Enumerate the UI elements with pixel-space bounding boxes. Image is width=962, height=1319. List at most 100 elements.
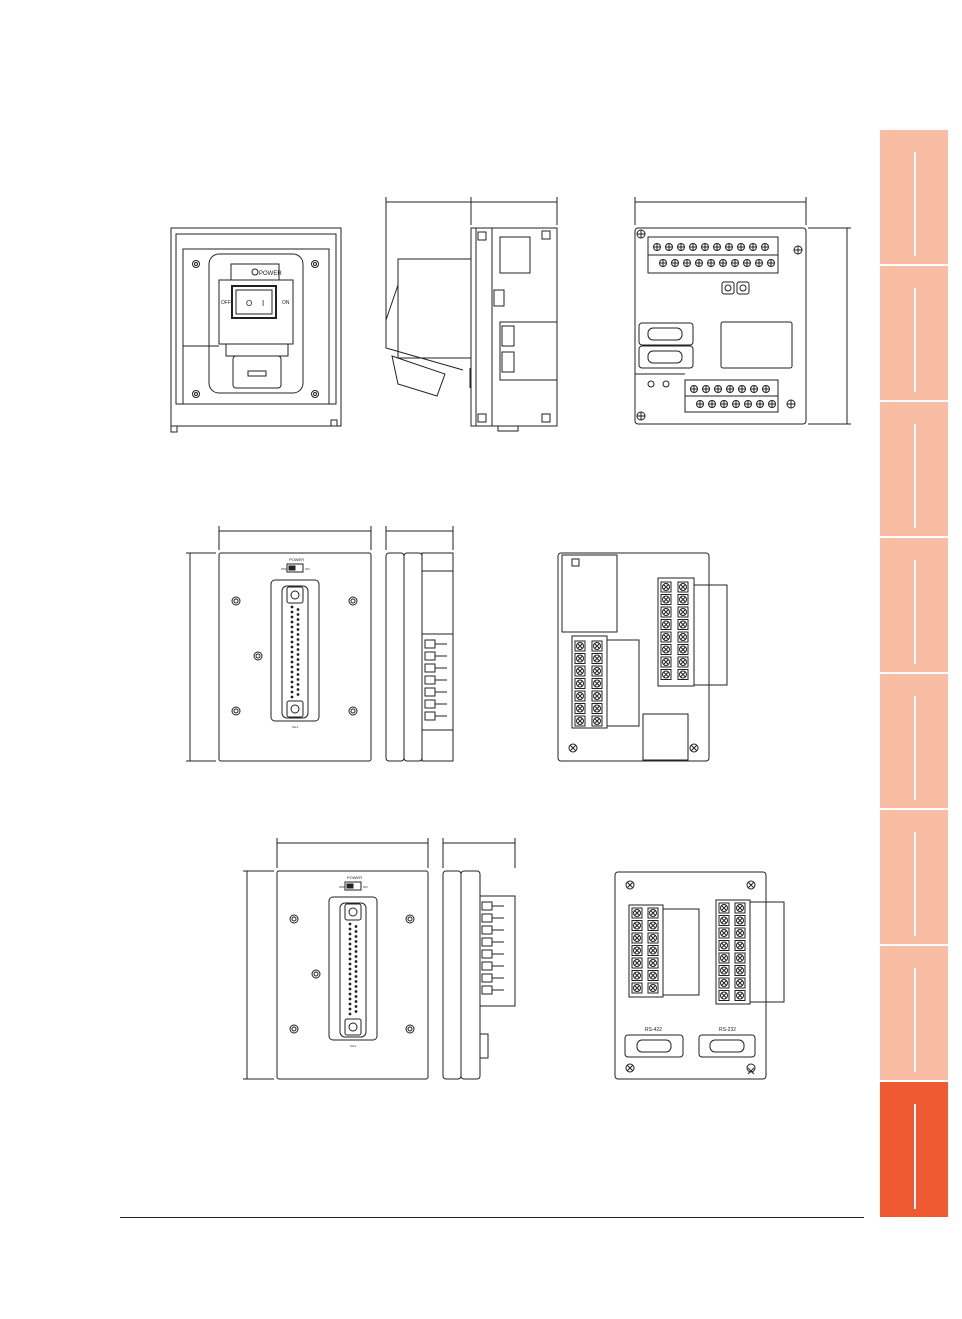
connector-pin <box>348 997 352 1001</box>
terminal-screw-icon <box>649 921 657 930</box>
chapter-tab-7[interactable] <box>880 946 948 1080</box>
screw-slot <box>680 596 686 603</box>
chapter-tab-5[interactable] <box>880 674 948 808</box>
off-label: OFF <box>339 885 345 889</box>
rs232-label: RS-232 <box>719 1027 736 1033</box>
screw-slot <box>714 385 722 393</box>
terminal-block <box>660 581 672 593</box>
switch-off-symbol: O <box>246 299 252 308</box>
connector-pin <box>290 605 294 609</box>
terminal-block <box>660 656 672 668</box>
screw-slot <box>721 917 727 924</box>
connector-pin <box>354 945 358 948</box>
screw-slot <box>663 609 669 615</box>
terminal-block <box>574 653 586 664</box>
connector-pin <box>348 927 352 931</box>
connector-pin <box>290 670 294 674</box>
screw-slot <box>663 621 669 628</box>
connector-pin <box>354 995 358 998</box>
power-label: POWER <box>289 557 304 562</box>
terminal-block <box>647 907 659 919</box>
screw-slot <box>653 243 661 251</box>
terminal-screw-icon <box>662 633 670 641</box>
screw-slot <box>701 243 709 251</box>
terminal-screw-icon <box>720 991 728 1000</box>
bottom-unit-side-view <box>442 838 516 1080</box>
terminal-screw-icon <box>720 979 728 987</box>
terminal-screw-icon <box>679 583 687 591</box>
terminal-block <box>481 949 493 959</box>
terminal-block <box>591 640 603 652</box>
screw-slot <box>680 584 686 590</box>
screw-slot <box>690 385 698 393</box>
chapter-tab-3[interactable] <box>880 402 948 536</box>
terminal-block <box>718 965 730 976</box>
terminal-block <box>660 594 672 605</box>
connector-pin <box>290 630 294 634</box>
power-label: POWER <box>347 875 362 880</box>
connector-pin <box>348 947 352 951</box>
connector-pin <box>354 965 358 968</box>
screw-slot <box>721 955 727 961</box>
screw-slot <box>663 634 669 640</box>
chapter-tab-1[interactable] <box>880 130 948 264</box>
terminal-screw-icon <box>633 934 641 942</box>
middle-unit-front-view: POWER OFF ON CH1 <box>186 526 372 762</box>
screw-slot <box>695 259 703 267</box>
terminal-block <box>718 902 730 914</box>
connector-pin <box>290 660 294 664</box>
bottom-unit-rear-view: RS-422 RS-232 <box>614 871 785 1080</box>
terminal-screw-icon <box>576 704 584 713</box>
d-sub-pins <box>348 922 358 1016</box>
d-sub-pins <box>290 605 300 699</box>
connector-pin <box>348 942 352 946</box>
terminal-screw-icon <box>633 909 641 917</box>
connector-pin <box>296 618 300 621</box>
terminal-block <box>574 715 586 727</box>
screw-slot <box>756 400 764 408</box>
terminal-block <box>734 990 746 1001</box>
terminal-block <box>660 619 672 630</box>
connector-pin <box>354 960 358 963</box>
screw-slot <box>634 947 640 954</box>
chapter-tab-4[interactable] <box>880 538 948 672</box>
chapter-tab-2[interactable] <box>880 266 948 400</box>
screw-slot <box>680 671 686 678</box>
rear-terminals <box>631 902 746 1001</box>
screw-slot <box>749 243 757 251</box>
terminal-block <box>734 965 746 976</box>
screw-slot <box>577 693 583 699</box>
screw-slot <box>721 930 727 936</box>
terminal-block <box>677 644 689 655</box>
connector-pin <box>348 992 352 996</box>
screw-slot <box>720 400 728 408</box>
screw-slot <box>721 992 727 999</box>
terminal-screw-icon <box>576 667 584 675</box>
connector-pin <box>348 962 352 966</box>
screw-slot <box>650 910 656 916</box>
terminal-screw-icon <box>720 929 728 937</box>
terminal-screw-icon <box>662 595 670 604</box>
chapter-tab-8-active[interactable] <box>880 1082 948 1217</box>
screw-slot <box>650 935 656 941</box>
screw-slot <box>737 955 743 961</box>
terminal-screw-icon <box>662 645 670 654</box>
connector-label: CH1 <box>350 1044 356 1048</box>
connector-pin <box>296 628 300 631</box>
connector-pin <box>290 610 294 614</box>
connector-pin <box>354 930 358 933</box>
terminal-screw-icon <box>576 692 584 700</box>
terminal-block <box>647 932 659 944</box>
footer-rule <box>120 1217 864 1218</box>
chapter-tabs <box>880 130 948 1217</box>
screw-slot <box>663 596 669 603</box>
terminal-block <box>677 656 689 668</box>
chapter-tab-6[interactable] <box>880 810 948 944</box>
screw-slot <box>594 655 600 662</box>
screw-slot <box>750 385 758 393</box>
tab-marker <box>914 288 916 392</box>
terminal-block <box>677 606 689 618</box>
connector-pin <box>296 643 300 646</box>
screw-slot <box>634 972 640 979</box>
